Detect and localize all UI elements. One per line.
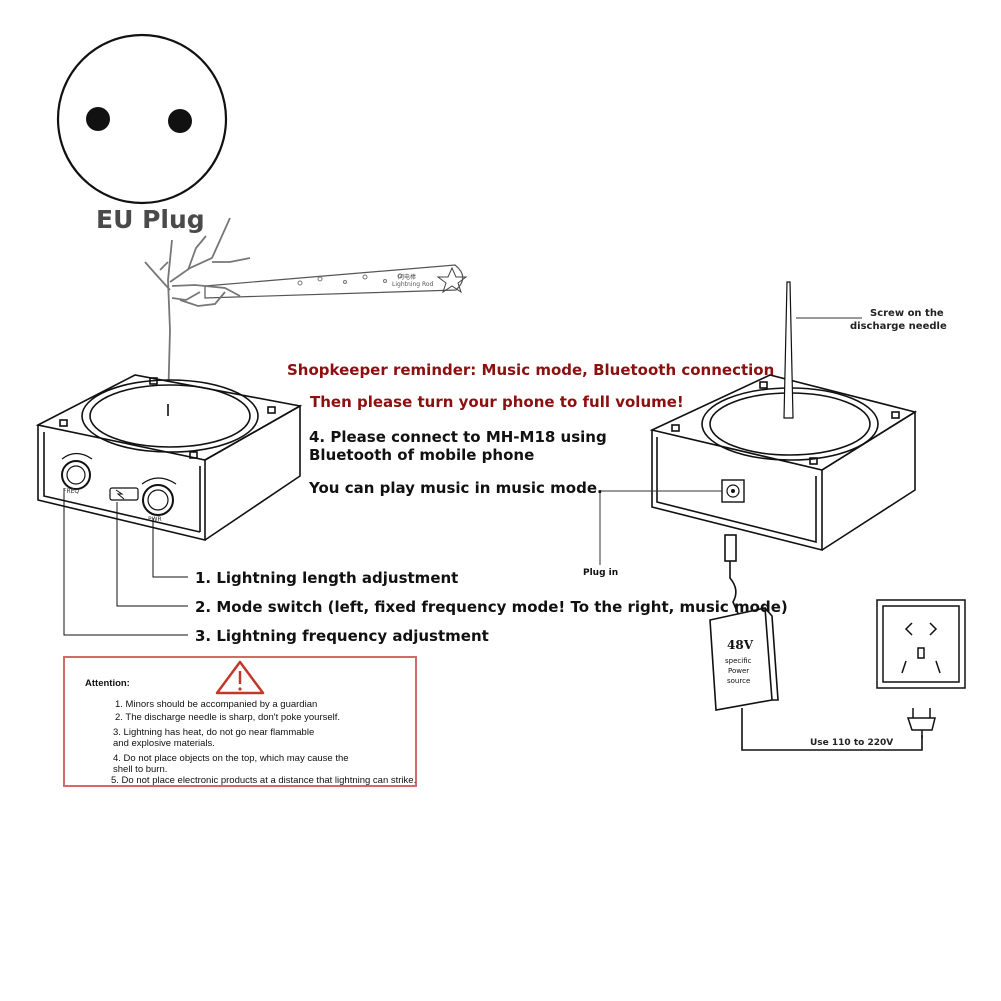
step-4-line-2: Bluetooth of mobile phone <box>309 446 535 464</box>
attention-box <box>63 656 417 787</box>
mode-switch-icon <box>109 487 139 501</box>
eu-plug-icon <box>56 33 228 205</box>
attention-item: 1. Minors should be accompanied by a gua… <box>115 699 318 710</box>
screw-label-line-1: Screw on the <box>870 308 944 319</box>
mains-plug-icon <box>906 708 936 738</box>
step-4-line-1: 4. Please connect to MH-M18 using <box>309 428 607 446</box>
reminder-line-1: Shopkeeper reminder: Music mode, Bluetoo… <box>287 361 775 379</box>
freq-knob-icon <box>61 452 93 490</box>
pwr-knob-label: PWR <box>148 516 162 523</box>
psu-line-1: specific <box>725 657 752 665</box>
plug-in-label: Plug in <box>583 568 619 578</box>
tesla-coil-device-left <box>35 374 303 542</box>
attention-item: 3. Lightning has heat, do not go near fl… <box>113 727 315 738</box>
attention-item: and explosive materials. <box>113 738 215 749</box>
attention-item: 4. Do not place objects on the top, whic… <box>113 753 349 764</box>
warning-icon <box>215 660 265 695</box>
mains-voltage-label: Use 110 to 220V <box>810 738 894 748</box>
tesla-coil-device-right <box>649 374 918 552</box>
attention-title: Attention: <box>85 678 130 689</box>
freq-knob-label: FREQ <box>63 488 80 495</box>
psu-line-3: source <box>727 677 751 685</box>
screw-label-line-2: discharge needle <box>850 321 947 332</box>
step-3-label: 3. Lightning frequency adjustment <box>195 627 489 645</box>
lightning-arc-icon <box>144 217 251 406</box>
plug-type-label: EU Plug <box>96 205 205 234</box>
step-2-label: 2. Mode switch (left, fixed frequency mo… <box>195 598 788 616</box>
rod-label: Lightning Rod <box>392 281 434 288</box>
rod-brand-label: 闪电棒 <box>398 274 417 281</box>
leader-lines-left <box>63 488 188 636</box>
psu-voltage-label: 48V <box>727 638 754 652</box>
music-mode-note: You can play music in music mode. <box>309 479 603 497</box>
attention-item: 5. Do not place electronic products at a… <box>111 775 417 786</box>
discharge-needle-icon <box>783 281 862 419</box>
power-adapter-icon <box>709 534 923 751</box>
attention-item: 2. The discharge needle is sharp, don't … <box>115 712 341 723</box>
dc-port-icon <box>599 479 745 565</box>
psu-line-2: Power <box>728 667 750 675</box>
wall-socket-icon <box>876 599 966 689</box>
lightning-rod-icon <box>204 264 468 299</box>
step-1-label: 1. Lightning length adjustment <box>195 569 459 587</box>
pwr-knob-icon <box>141 477 177 516</box>
attention-item: shell to burn. <box>113 764 168 775</box>
reminder-line-2: Then please turn your phone to full volu… <box>310 393 684 411</box>
